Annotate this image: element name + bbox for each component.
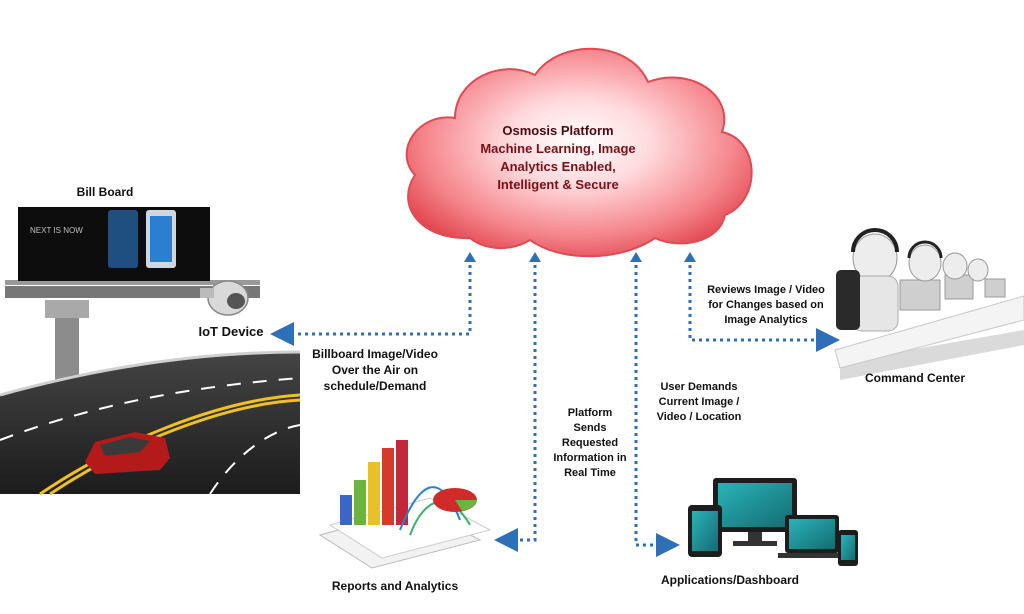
platform-sends-line-4: Information in xyxy=(553,452,627,464)
reports-label: Reports and Analytics xyxy=(331,579,459,593)
user-demands-text: User Demands Current Image / Video / Loc… xyxy=(643,380,755,425)
reviews-line-1: Reviews Image / Video xyxy=(707,284,825,296)
billboard-label: Bill Board xyxy=(76,185,134,199)
billboard-flow-text: Billboard Image/Video Over the Air on sc… xyxy=(300,346,450,394)
user-demands-line-2: Current Image / xyxy=(658,396,740,408)
iot-device-label: IoT Device xyxy=(198,324,264,339)
user-demands-line-3: Video / Location xyxy=(656,411,742,423)
connector-command-center xyxy=(684,252,840,352)
cloud-line-2: Analytics Enabled, xyxy=(500,159,616,174)
cloud-icon xyxy=(405,47,753,258)
billboard-flow-line-2: Over the Air on xyxy=(331,363,419,377)
billboard-flow-line-1: Billboard Image/Video xyxy=(312,347,438,361)
devices-icon xyxy=(688,478,858,566)
connector-billboard xyxy=(270,252,476,346)
iot-camera-icon xyxy=(200,280,249,316)
reviews-line-3: Image Analytics xyxy=(724,314,808,326)
car-icon xyxy=(85,432,170,474)
platform-sends-line-3: Requested xyxy=(561,437,619,449)
platform-sends-text: Platform Sends Requested Information in … xyxy=(540,406,640,481)
reviews-text: Reviews Image / Video for Changes based … xyxy=(696,283,836,328)
cloud-line-3: Intelligent & Secure xyxy=(497,177,619,192)
applications-label: Applications/Dashboard xyxy=(660,573,800,587)
connector-reports xyxy=(494,252,541,552)
user-demands-line-1: User Demands xyxy=(660,381,738,393)
billboard-screen-text: NEXT IS NOW xyxy=(30,226,83,235)
charts-icon xyxy=(318,440,492,569)
cloud-title: Osmosis Platform xyxy=(502,123,614,138)
platform-sends-line-1: Platform xyxy=(567,407,613,419)
command-center-label: Command Center xyxy=(864,371,965,385)
platform-sends-line-2: Sends xyxy=(573,422,607,434)
billboard-flow-line-3: schedule/Demand xyxy=(323,379,427,393)
reviews-line-2: for Changes based on xyxy=(708,299,824,311)
cloud-line-1: Machine Learning, Image xyxy=(480,141,636,156)
cloud-text: Osmosis Platform Machine Learning, Image… xyxy=(448,122,668,194)
road-icon xyxy=(0,350,301,496)
connector-applications xyxy=(630,252,680,557)
operators-icon xyxy=(834,228,1024,380)
billboard-icon xyxy=(5,207,260,440)
platform-sends-line-5: Real Time xyxy=(564,467,616,479)
